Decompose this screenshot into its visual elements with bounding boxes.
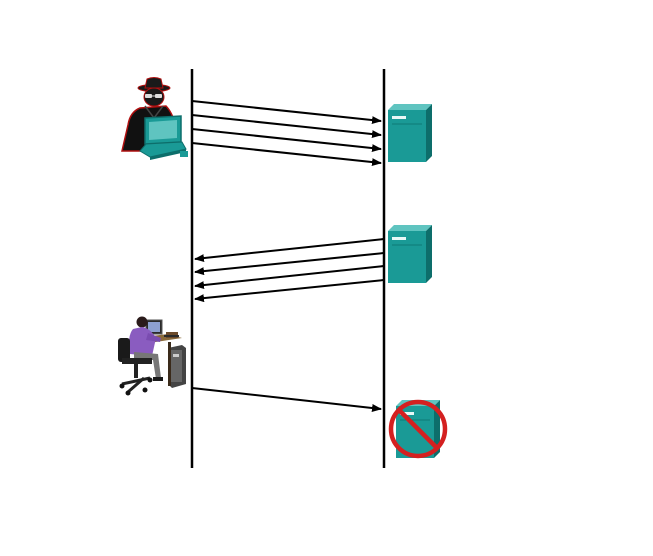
attack-request-arrows — [191, 100, 382, 167]
reply-arrow — [194, 238, 385, 263]
user-request-arrow — [191, 387, 382, 412]
reply-arrow — [194, 265, 385, 290]
server-icon — [387, 224, 433, 284]
request-arrow — [191, 142, 382, 167]
reply-arrow — [194, 279, 385, 303]
prohibited-icon — [388, 399, 448, 459]
attacker-with-laptop-icon — [121, 77, 188, 160]
server-unavailable-icon — [388, 399, 448, 459]
server-icon — [387, 103, 433, 163]
reply-arrow — [194, 252, 385, 276]
server-reply-arrows — [194, 238, 385, 303]
request-arrow — [191, 114, 382, 139]
request-arrow — [191, 128, 382, 153]
user-at-workstation-icon — [118, 316, 186, 396]
request-arrow — [191, 100, 382, 125]
